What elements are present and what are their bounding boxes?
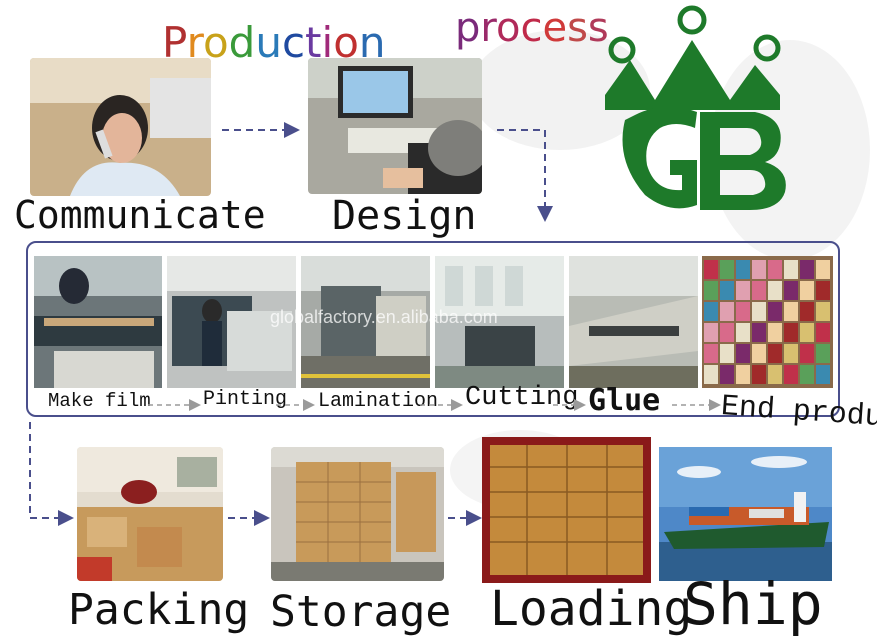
title-letter: s: [587, 5, 609, 51]
caption-printing: Pinting: [203, 388, 288, 411]
photo-packing: [77, 447, 223, 581]
title-letter: p: [455, 5, 481, 51]
title-letter: o: [333, 18, 359, 67]
photo-cutting: [435, 256, 564, 388]
title-letter: r: [480, 5, 496, 51]
title-letter: r: [186, 18, 203, 67]
title-letter: n: [358, 18, 386, 67]
title-letter: c: [520, 5, 543, 51]
caption-ship: Ship: [683, 570, 823, 638]
watermark: globalfactory.en.alibaba.com: [270, 307, 498, 327]
photo-ship: [659, 447, 832, 581]
title-letter: e: [542, 5, 568, 51]
title-letter: s: [567, 5, 588, 51]
title-letter: P: [162, 18, 187, 67]
process-frame: [26, 241, 840, 417]
caption-design: Design: [332, 193, 477, 239]
photo-lamination: [301, 256, 430, 388]
caption-loading: Loading: [490, 581, 693, 637]
photo-storage: [271, 447, 444, 581]
caption-communicate: Communicate: [14, 193, 266, 237]
title-letter: o: [202, 18, 229, 67]
photo-make-film: [34, 256, 162, 388]
caption-glue: Glue: [588, 383, 661, 418]
caption-make-film: Make film: [48, 390, 151, 412]
title-process: process: [455, 8, 609, 48]
title-letter: o: [495, 5, 521, 51]
title-letter: c: [281, 18, 306, 67]
photo-glue: [569, 256, 698, 388]
title-letter: u: [255, 18, 282, 67]
title-letter: d: [228, 18, 256, 67]
caption-storage: Storage: [270, 587, 452, 637]
caption-packing: Packing: [68, 585, 250, 635]
photo-design: [308, 58, 482, 194]
title-letter: t: [305, 18, 322, 67]
gb-logo: [605, 5, 786, 210]
title-production: Production: [162, 22, 386, 64]
photo-communicate: [30, 58, 211, 196]
caption-lamination: Lamination: [318, 390, 439, 413]
photo-loading: [482, 437, 651, 583]
title-letter: i: [321, 18, 334, 67]
photo-end-product: [702, 256, 833, 388]
caption-cutting: Cutting: [465, 383, 579, 413]
photo-printing: [167, 256, 296, 388]
